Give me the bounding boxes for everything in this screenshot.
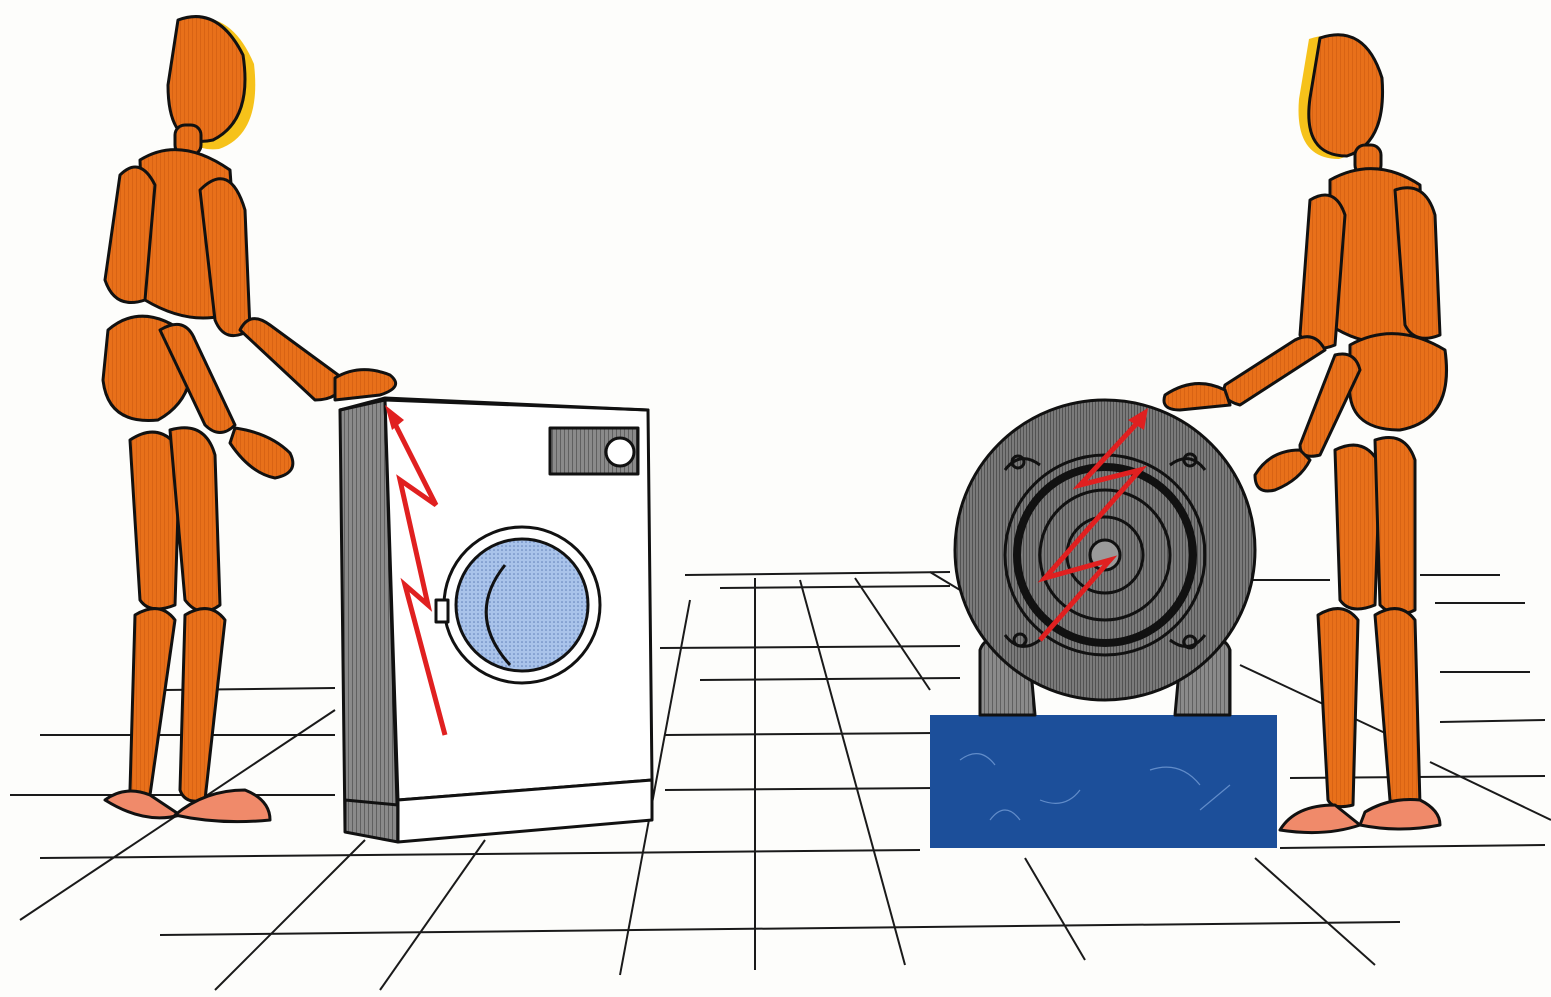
washer-dial [606, 438, 634, 466]
washing-machine [340, 398, 652, 842]
electric-motor [955, 400, 1255, 715]
insulating-base [930, 715, 1277, 848]
washer-door-glass [456, 539, 588, 671]
